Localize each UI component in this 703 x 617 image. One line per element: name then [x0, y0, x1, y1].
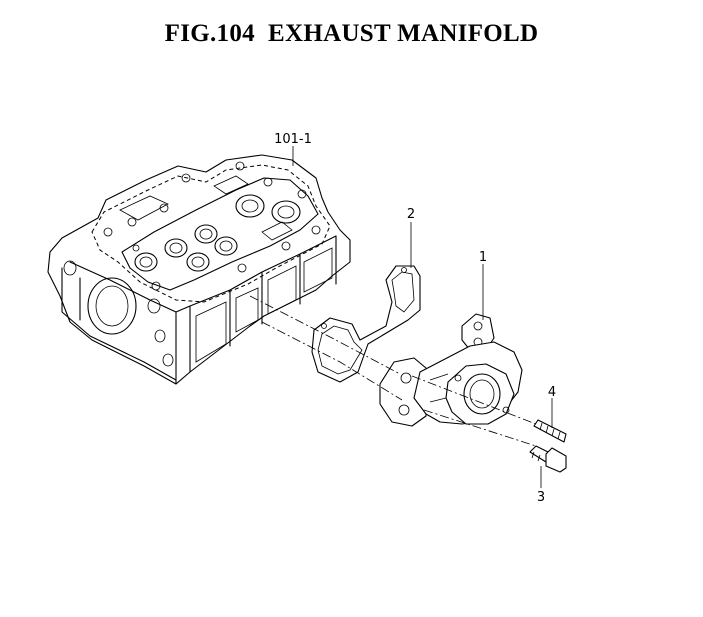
callout-cylinder-head: 101-1	[274, 132, 312, 147]
assembly-centerlines	[249, 295, 537, 447]
callout-stud: 4	[548, 385, 556, 400]
callout-manifold: 1	[479, 250, 487, 265]
figure-title: FIG.104 EXHAUST MANIFOLD	[164, 20, 539, 47]
callout-bolt: 3	[537, 490, 545, 505]
leader-lines	[292, 146, 553, 488]
stud-drawing	[533, 419, 567, 443]
gasket-drawing	[311, 265, 421, 383]
cylinder-head-drawing	[47, 154, 351, 385]
callout-gasket: 2	[407, 207, 415, 222]
bolt-drawing	[529, 445, 567, 473]
exhaust-manifold-drawing	[379, 313, 523, 427]
